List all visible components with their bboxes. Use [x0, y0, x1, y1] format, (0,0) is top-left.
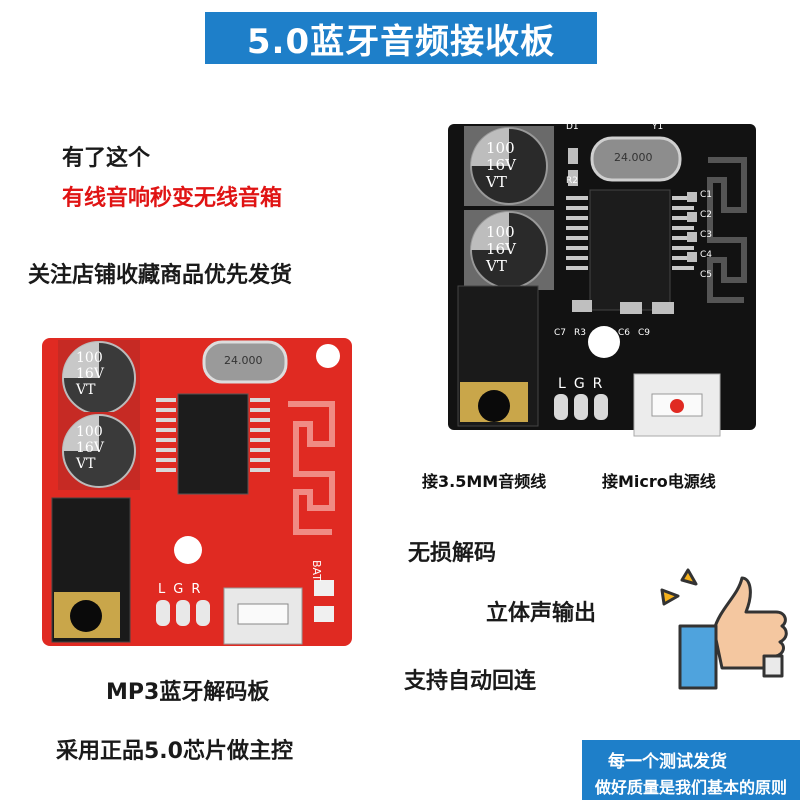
pin-r: R: [592, 376, 611, 392]
silk-r2: R2: [566, 176, 578, 186]
silk-c6: C6: [618, 328, 631, 338]
cap-voltage: 16V: [76, 366, 104, 382]
pin-l: L: [158, 582, 174, 597]
cap-value: 100: [76, 424, 103, 440]
mp3-board-label: MP3蓝牙解码板: [106, 680, 270, 705]
silk-r3: R3: [574, 328, 586, 338]
cap-voltage: 16V: [486, 156, 516, 174]
red-board-illustration: [42, 338, 352, 646]
red-crystal-label: 24.000: [224, 354, 263, 367]
black-cap-1-label: 100 16V VT: [486, 140, 516, 191]
follow-store-line: 关注店铺收藏商品优先发货: [28, 263, 293, 288]
pin-r: R: [191, 582, 209, 597]
cap-type: VT: [486, 257, 507, 275]
thumbs-up-icon: [656, 560, 796, 700]
silk-c1: C1: [700, 190, 713, 200]
cap-type: VT: [76, 456, 96, 472]
intro-line: 有了这个: [62, 146, 151, 171]
quality-line-1: 每一个测试发货: [608, 752, 727, 772]
bat-label: BAT: [310, 560, 323, 581]
black-cap-2-label: 100 16V VT: [486, 224, 516, 275]
cap-voltage: 16V: [76, 440, 104, 456]
cap-voltage: 16V: [486, 240, 516, 258]
quality-banner: 每一个测试发货 做好质量是我们基本的原则: [582, 740, 800, 800]
feature-lossless: 无损解码: [408, 541, 497, 566]
silk-c7: C7: [554, 328, 567, 338]
black-pin-labels: LGR: [558, 376, 610, 392]
silk-y1: Y1: [652, 122, 664, 132]
red-cap-1-label: 100 16V VT: [76, 350, 104, 398]
red-cap-2-label: 100 16V VT: [76, 424, 104, 472]
black-crystal-label: 24.000: [614, 151, 653, 164]
black-board-illustration: [448, 124, 756, 437]
pin-g: G: [573, 376, 593, 392]
red-pin-labels: LGR: [158, 582, 208, 597]
pin-g: G: [173, 582, 192, 597]
title-banner: 5.0蓝牙音频接收板: [205, 12, 597, 64]
feature-reconnect: 支持自动回连: [404, 669, 537, 694]
cap-value: 100: [76, 350, 103, 366]
black-board-photo: 100 16V VT 100 16V VT 24.000 LGR D1 Y1 R…: [442, 120, 762, 458]
silk-d1: D1: [566, 122, 579, 132]
chip-label: 采用正品5.0芯片做主控: [56, 739, 293, 764]
red-board-photo: 100 16V VT 100 16V VT 24.000 LGR BAT: [38, 334, 356, 650]
silk-c2: C2: [700, 210, 713, 220]
caption-micro: 接Micro电源线: [602, 472, 716, 491]
caption-3-5mm: 接3.5MM音频线: [422, 472, 547, 491]
highlight-line: 有线音响秒变无线音箱: [62, 186, 283, 211]
silk-c9: C9: [638, 328, 651, 338]
silk-c5: C5: [700, 270, 713, 280]
page-title: 5.0蓝牙音频接收板: [246, 21, 556, 62]
cap-value: 100: [486, 139, 515, 157]
pin-l: L: [558, 376, 574, 392]
silk-c4: C4: [700, 250, 713, 260]
cap-type: VT: [76, 382, 96, 398]
cap-type: VT: [486, 173, 507, 191]
cap-value: 100: [486, 223, 515, 241]
feature-stereo: 立体声输出: [486, 601, 597, 626]
quality-line-2: 做好质量是我们基本的原则: [594, 778, 787, 797]
silk-c3: C3: [700, 230, 713, 240]
